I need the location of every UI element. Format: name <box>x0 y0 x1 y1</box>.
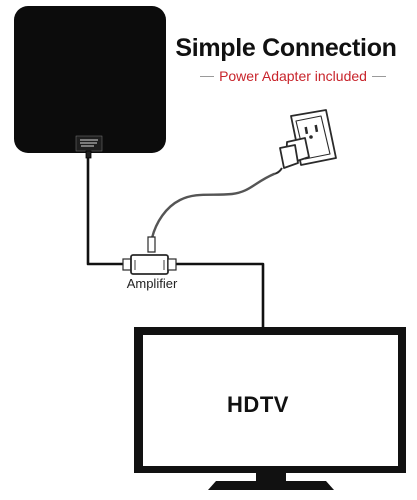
coax-cable-tv <box>176 262 265 328</box>
subtitle-row: Power Adapter included <box>190 68 396 84</box>
tv-icon <box>134 327 406 490</box>
coax-cable-antenna <box>86 158 124 266</box>
subtitle-rule-left <box>200 75 215 77</box>
amplifier-label: Amplifier <box>126 276 178 291</box>
antenna-icon <box>14 6 166 159</box>
tv-screen-label: HDTV <box>227 392 289 417</box>
subtitle-text: Power Adapter included <box>219 68 367 84</box>
amplifier-icon <box>122 254 177 275</box>
power-adapter-icon <box>273 137 310 175</box>
subtitle-rule-right <box>371 75 386 77</box>
power-cable <box>149 172 276 252</box>
page-title: Simple Connection <box>175 34 397 62</box>
